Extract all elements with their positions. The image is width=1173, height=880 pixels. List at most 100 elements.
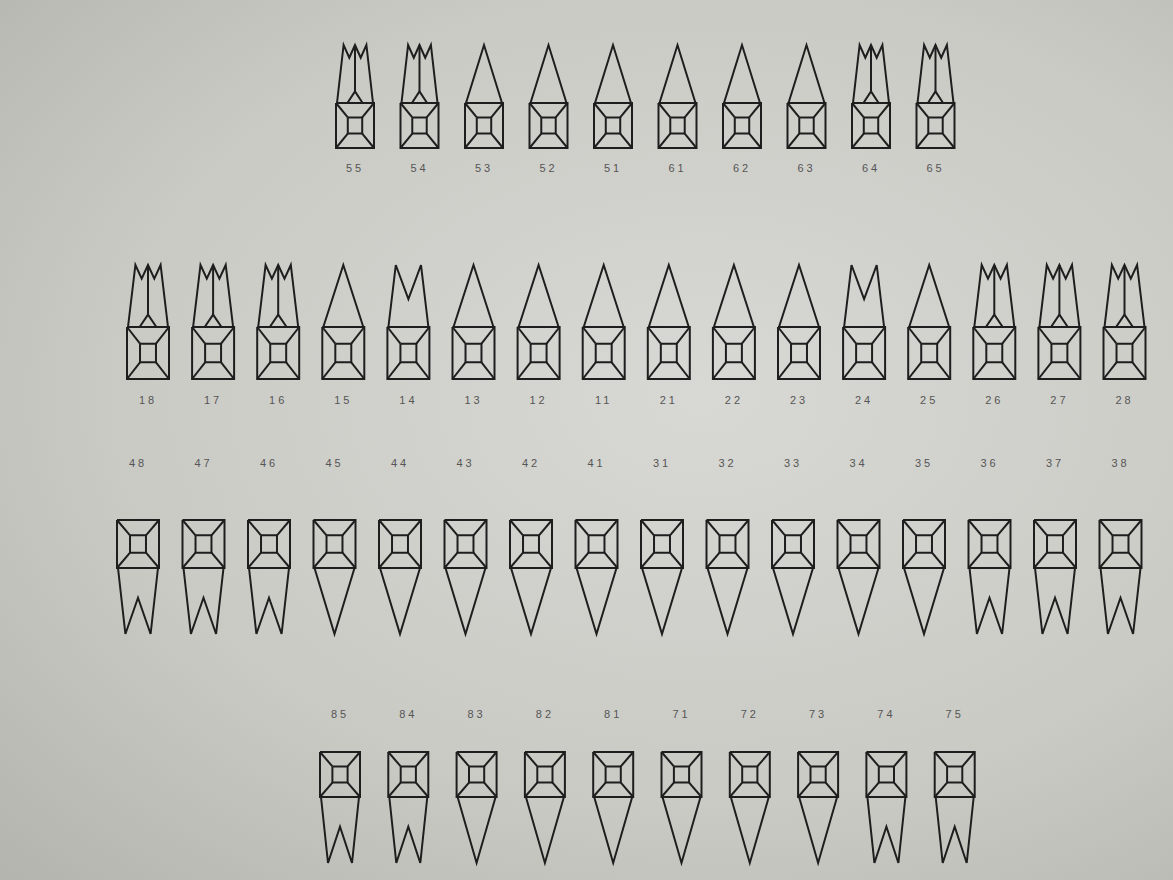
tooth-outline <box>661 344 677 363</box>
tooth-outline <box>594 103 606 117</box>
tooth-symbol <box>723 45 761 148</box>
tooth-outline <box>659 103 671 117</box>
tooth-symbol <box>852 45 890 148</box>
tooth-symbol <box>798 752 838 863</box>
tooth-symbol <box>594 45 632 148</box>
tooth-outline <box>641 553 654 568</box>
tooth-outline <box>1100 520 1142 568</box>
tooth-outline <box>593 752 605 766</box>
tooth-outline <box>982 535 998 552</box>
tooth-outline <box>932 553 945 568</box>
tooth-outline <box>327 535 343 552</box>
tooth-number: 43 <box>456 458 474 469</box>
tooth-outline <box>1067 362 1080 379</box>
tooth-number: 45 <box>325 458 343 469</box>
tooth-outline <box>918 45 954 103</box>
tooth-outline <box>826 783 838 797</box>
tooth-outline <box>997 520 1010 535</box>
tooth-outline <box>604 520 617 535</box>
tooth-outline <box>606 117 620 133</box>
tooth-outline <box>674 766 689 782</box>
tooth-outline <box>838 520 851 535</box>
tooth-outline <box>1105 265 1145 327</box>
tooth-outline <box>211 553 224 568</box>
tooth-outline <box>212 265 214 315</box>
tooth-symbol <box>117 520 159 634</box>
tooth-number: 74 <box>877 709 895 720</box>
tooth-outline <box>843 327 885 379</box>
tooth-outline <box>932 520 945 535</box>
tooth-outline <box>730 783 742 797</box>
tooth-outline <box>878 103 890 117</box>
tooth-symbol <box>530 45 568 148</box>
tooth-outline <box>993 265 995 315</box>
tooth-outline <box>387 327 429 379</box>
tooth-outline <box>670 553 683 568</box>
tooth-outline <box>140 315 157 327</box>
tooth-outline <box>196 535 212 552</box>
tooth-outline <box>258 265 298 327</box>
tooth-outline <box>1047 535 1063 552</box>
tooth-outline <box>789 45 825 103</box>
tooth-outline <box>788 103 826 148</box>
tooth-number: 61 <box>668 163 686 174</box>
tooth-outline <box>935 752 947 766</box>
tooth-outline <box>648 327 690 379</box>
tooth-outline <box>735 553 748 568</box>
tooth-outline <box>663 797 701 863</box>
tooth-outline <box>1067 327 1080 344</box>
tooth-outline <box>916 535 932 552</box>
tooth-symbol <box>838 520 880 634</box>
tooth-outline <box>484 752 496 766</box>
tooth-outline <box>277 520 290 535</box>
tooth-outline <box>401 103 413 117</box>
tooth-number: 25 <box>920 395 938 406</box>
tooth-outline <box>1117 344 1133 363</box>
tooth-outline <box>596 344 612 363</box>
tooth-outline <box>1132 327 1145 344</box>
tooth-outline <box>362 134 374 148</box>
tooth-outline <box>839 568 879 634</box>
tooth-symbol <box>183 520 225 634</box>
tooth-outline <box>539 520 552 535</box>
tooth-outline <box>537 766 552 782</box>
tooth-outline <box>140 344 156 363</box>
tooth-outline <box>937 327 950 344</box>
tooth-outline <box>211 520 224 535</box>
tooth-number: 52 <box>539 163 557 174</box>
tooth-outline <box>146 520 159 535</box>
tooth-number: 21 <box>660 395 678 406</box>
tooth-symbol <box>1038 265 1080 379</box>
tooth-outline <box>853 45 889 103</box>
tooth-outline <box>427 103 439 117</box>
tooth-outline <box>1034 520 1047 535</box>
tooth-outline <box>778 362 791 379</box>
tooth-outline <box>416 362 429 379</box>
tooth-symbol <box>843 265 885 379</box>
tooth-outline <box>917 103 955 148</box>
tooth-outline <box>351 362 364 379</box>
tooth-outline <box>392 535 408 552</box>
tooth-number: 24 <box>855 395 873 406</box>
tooth-outline <box>525 752 565 797</box>
tooth-outline <box>973 327 1015 379</box>
tooth-outline <box>799 117 813 133</box>
tooth-outline <box>408 520 421 535</box>
tooth-outline <box>1101 568 1141 634</box>
tooth-number: 85 <box>331 709 349 720</box>
tooth-outline <box>257 362 270 379</box>
tooth-outline <box>583 362 596 379</box>
tooth-outline <box>412 117 426 133</box>
tooth-outline <box>872 362 885 379</box>
tooth-outline <box>453 362 466 379</box>
tooth-outline <box>589 535 605 552</box>
tooth-outline <box>127 327 169 379</box>
tooth-outline <box>453 327 495 379</box>
tooth-symbol <box>453 265 495 379</box>
tooth-outline <box>518 362 531 379</box>
tooth-outline <box>894 752 906 766</box>
tooth-number: 27 <box>1050 395 1068 406</box>
tooth-outline <box>594 134 606 148</box>
tooth-outline <box>621 783 633 797</box>
tooth-outline <box>192 362 205 379</box>
